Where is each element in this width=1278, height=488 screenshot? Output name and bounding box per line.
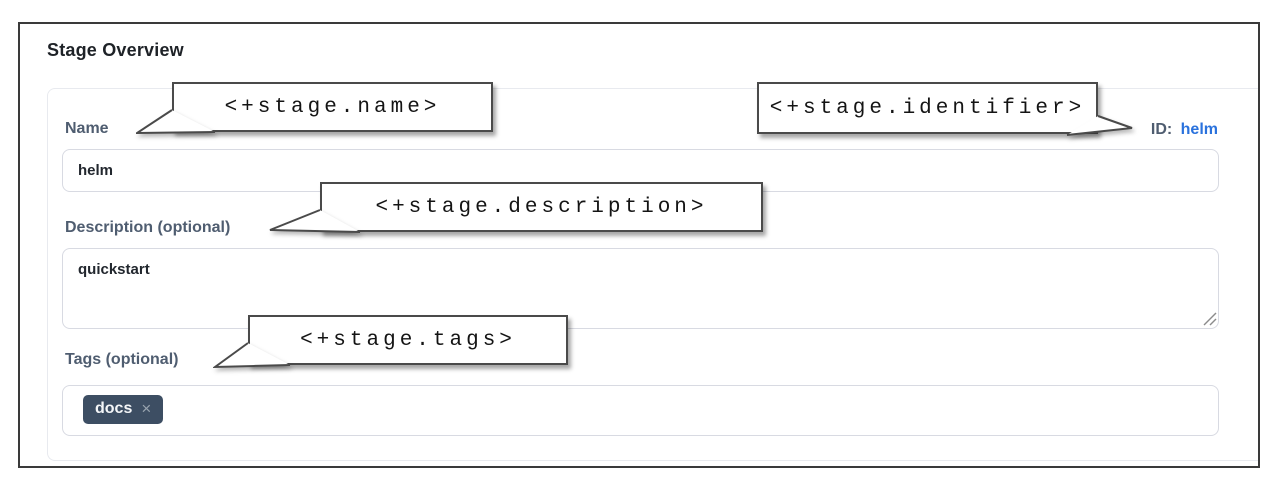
callout-stage-name: <+stage.name> xyxy=(172,82,493,132)
tag-chip-text: docs xyxy=(95,400,133,417)
callout-tail xyxy=(213,342,291,369)
callout-stage-tags: <+stage.tags> xyxy=(248,315,568,365)
description-textarea[interactable]: quickstart xyxy=(62,248,1219,329)
description-label: Description (optional) xyxy=(65,219,231,236)
stage-id: ID: helm xyxy=(1151,121,1218,139)
tags-label: Tags (optional) xyxy=(65,351,179,368)
tags-input[interactable]: docs × xyxy=(62,385,1219,436)
page-title: Stage Overview xyxy=(47,40,184,60)
tag-chip: docs × xyxy=(83,395,164,424)
callout-stage-name-text: <+stage.name> xyxy=(224,95,441,119)
callout-stage-identifier: <+stage.identifier> xyxy=(757,82,1098,134)
id-label: ID: xyxy=(1150,121,1173,138)
textarea-resize-handle-icon[interactable] xyxy=(1202,311,1218,327)
name-label: Name xyxy=(65,120,109,137)
tag-remove-icon[interactable]: × xyxy=(141,399,152,418)
callout-tail xyxy=(136,109,216,135)
callout-stage-tags-text: <+stage.tags> xyxy=(300,328,516,352)
callout-stage-description: <+stage.description> xyxy=(320,182,763,232)
callout-stage-identifier-text: <+stage.identifier> xyxy=(769,96,1086,120)
id-value: helm xyxy=(1180,121,1218,138)
callout-tail xyxy=(269,209,361,233)
callout-tail xyxy=(1066,115,1133,136)
callout-stage-description-text: <+stage.description> xyxy=(375,195,708,219)
